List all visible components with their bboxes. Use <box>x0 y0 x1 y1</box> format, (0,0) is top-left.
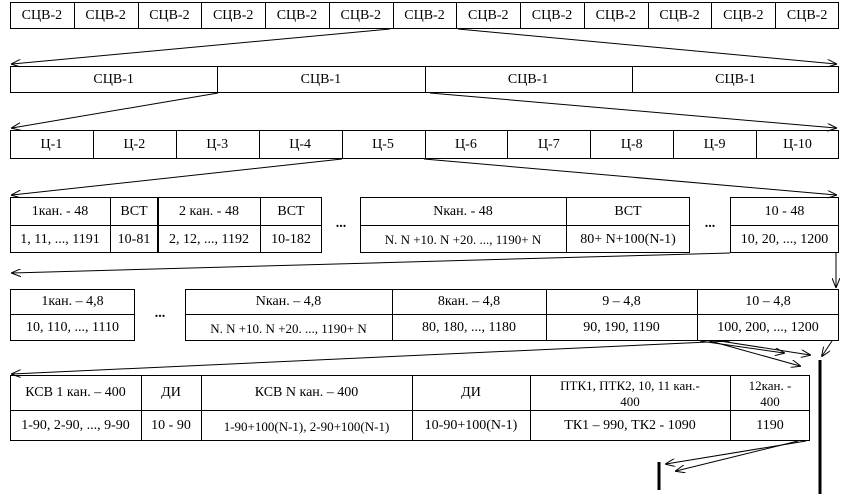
group-1kan-4-8 <box>10 289 135 341</box>
arrow-bottom-2 <box>676 440 799 471</box>
row-scv2-frame <box>10 2 839 29</box>
cell-vst-n-values: 80+ N+100(N-1) <box>580 231 676 247</box>
cell-c-2: Ц-2 <box>123 136 146 152</box>
cell-vst-1-values: 10-81 <box>117 231 151 247</box>
cell-1kan-48-values: 1, 11, ..., 1191 <box>20 231 100 247</box>
cell-ksv-nkan-400: КСВ N кан. – 400 <box>254 385 359 400</box>
cell-2kan-48: 2 кан. - 48 <box>179 203 239 219</box>
cell-scv2-2: СЦВ-2 <box>85 7 126 23</box>
cell-scv1-4: СЦВ-1 <box>715 71 756 87</box>
cell-vst-2-values: 10-182 <box>271 231 311 247</box>
arrow-fan-3 <box>719 340 810 355</box>
cell-scv2-13: СЦВ-2 <box>786 7 828 23</box>
arrow-down-right <box>822 340 833 356</box>
arrow-48-left <box>12 252 731 273</box>
cell-scv2-12: СЦВ-2 <box>723 7 764 23</box>
cell-di-1: ДИ <box>161 385 181 400</box>
cell-scv2-10: СЦВ-2 <box>595 7 637 23</box>
cell-nkan-4-8: Nкан. – 4,8 <box>255 294 322 309</box>
arrow-c-left <box>12 158 343 195</box>
cell-10-48-values: 10, 20, ..., 1200 <box>740 231 829 247</box>
cell-scv1-1: СЦВ-1 <box>93 71 134 87</box>
cell-12kan-line2: 400 <box>760 393 780 409</box>
cell-c-8: Ц-8 <box>620 136 643 152</box>
cell-8kan-4-8-values: 80, 180, ..., 1180 <box>422 320 516 335</box>
cell-c-5: Ц-5 <box>372 136 394 152</box>
cell-di-n-values: 10-90+100(N-1) <box>424 418 518 433</box>
cell-scv2-3: СЦВ-2 <box>149 7 190 23</box>
ellipsis-3: ... <box>154 305 166 321</box>
cell-10-48: 10 - 48 <box>764 203 805 219</box>
arrow-fan-1 <box>699 340 784 353</box>
cell-nkan-4-8-values: N. N +10. N +20. ..., 1190+ N <box>210 320 367 336</box>
cell-ptk-line1: ПТК1, ПТК2, 10, 11 кан.- <box>560 377 700 393</box>
arrow-fan-2 <box>709 340 800 366</box>
cell-c-4: Ц-4 <box>289 136 312 152</box>
group-4-8-right <box>185 289 839 341</box>
cell-scv2-9: СЦВ-2 <box>531 7 573 23</box>
cell-2kan-48-values: 2, 12, ..., 1192 <box>169 231 249 247</box>
cell-ksv-1kan-400-values: 1-90, 2-90, ..., 9-90 <box>21 418 130 433</box>
cell-c-7: Ц-7 <box>537 136 560 152</box>
cell-12kan-line1: 12кан. - <box>748 377 792 393</box>
cell-c-3: Ц-3 <box>206 136 229 152</box>
cell-scv2-1: СЦВ-2 <box>21 7 63 23</box>
cell-di-n: ДИ <box>461 385 481 400</box>
cell-nkan-48-values: N. N +10. N +20. ..., 1190+ N <box>384 232 542 247</box>
cell-scv2-5: СЦВ-2 <box>276 7 318 23</box>
cell-c-6: Ц-6 <box>455 136 477 152</box>
arrow-scv2-right <box>457 28 836 64</box>
cell-scv2-7: СЦВ-2 <box>404 7 445 23</box>
group-400 <box>10 375 810 441</box>
cell-scv1-2: СЦВ-1 <box>300 71 342 87</box>
cell-ptk-values: ТК1 – 990, ТК2 - 1090 <box>564 418 696 433</box>
cell-vst-n: ВСТ <box>614 203 642 219</box>
cell-nkan-48: Nкан. - 48 <box>433 203 493 219</box>
cell-c-1: Ц-1 <box>40 136 63 152</box>
cell-c-10: Ц-10 <box>783 136 812 152</box>
cell-12kan-values: 1190 <box>756 418 784 433</box>
cell-9-4-8-values: 90, 190, 1190 <box>583 320 660 335</box>
cell-vst-1: ВСТ <box>120 203 148 219</box>
cell-10-4-8-values: 100, 200, ..., 1200 <box>717 320 819 335</box>
ellipsis-2: ... <box>704 215 716 231</box>
arrow-48-left-row6 <box>12 340 731 374</box>
cell-10-4-8: 10 – 4,8 <box>745 294 791 309</box>
arrow-scv1-right <box>429 92 836 128</box>
cell-1kan-4-8: 1кан. – 4,8 <box>41 294 104 309</box>
cell-1kan-48: 1кан. - 48 <box>31 203 89 219</box>
cell-scv2-11: СЦВ-2 <box>659 7 700 23</box>
cell-scv1-3: СЦВ-1 <box>507 71 549 87</box>
cell-vst-2: ВСТ <box>277 203 305 219</box>
cell-c-9: Ц-9 <box>703 136 726 152</box>
ellipsis-1: ... <box>335 215 347 231</box>
arrow-scv2-left <box>12 28 391 64</box>
cell-scv2-8: СЦВ-2 <box>468 7 509 23</box>
arrow-c-right <box>423 158 836 195</box>
cell-ksv-1kan-400: КСВ 1 кан. – 400 <box>25 385 126 400</box>
cell-8kan-4-8: 8кан. – 4,8 <box>437 294 501 309</box>
cell-ksv-nkan-400-values: 1-90+100(N-1), 2-90+100(N-1) <box>223 418 390 434</box>
cell-9-4-8: 9 – 4,8 <box>602 294 641 309</box>
cell-scv2-6: СЦВ-2 <box>340 7 381 23</box>
cell-ptk-line2: 400 <box>620 393 640 409</box>
arrow-scv1-left <box>12 92 219 128</box>
cell-scv2-4: СЦВ-2 <box>212 7 254 23</box>
cell-di-1-values: 10 - 90 <box>151 418 191 433</box>
cell-1kan-4-8-values: 10, 110, ..., 1110 <box>26 320 119 335</box>
